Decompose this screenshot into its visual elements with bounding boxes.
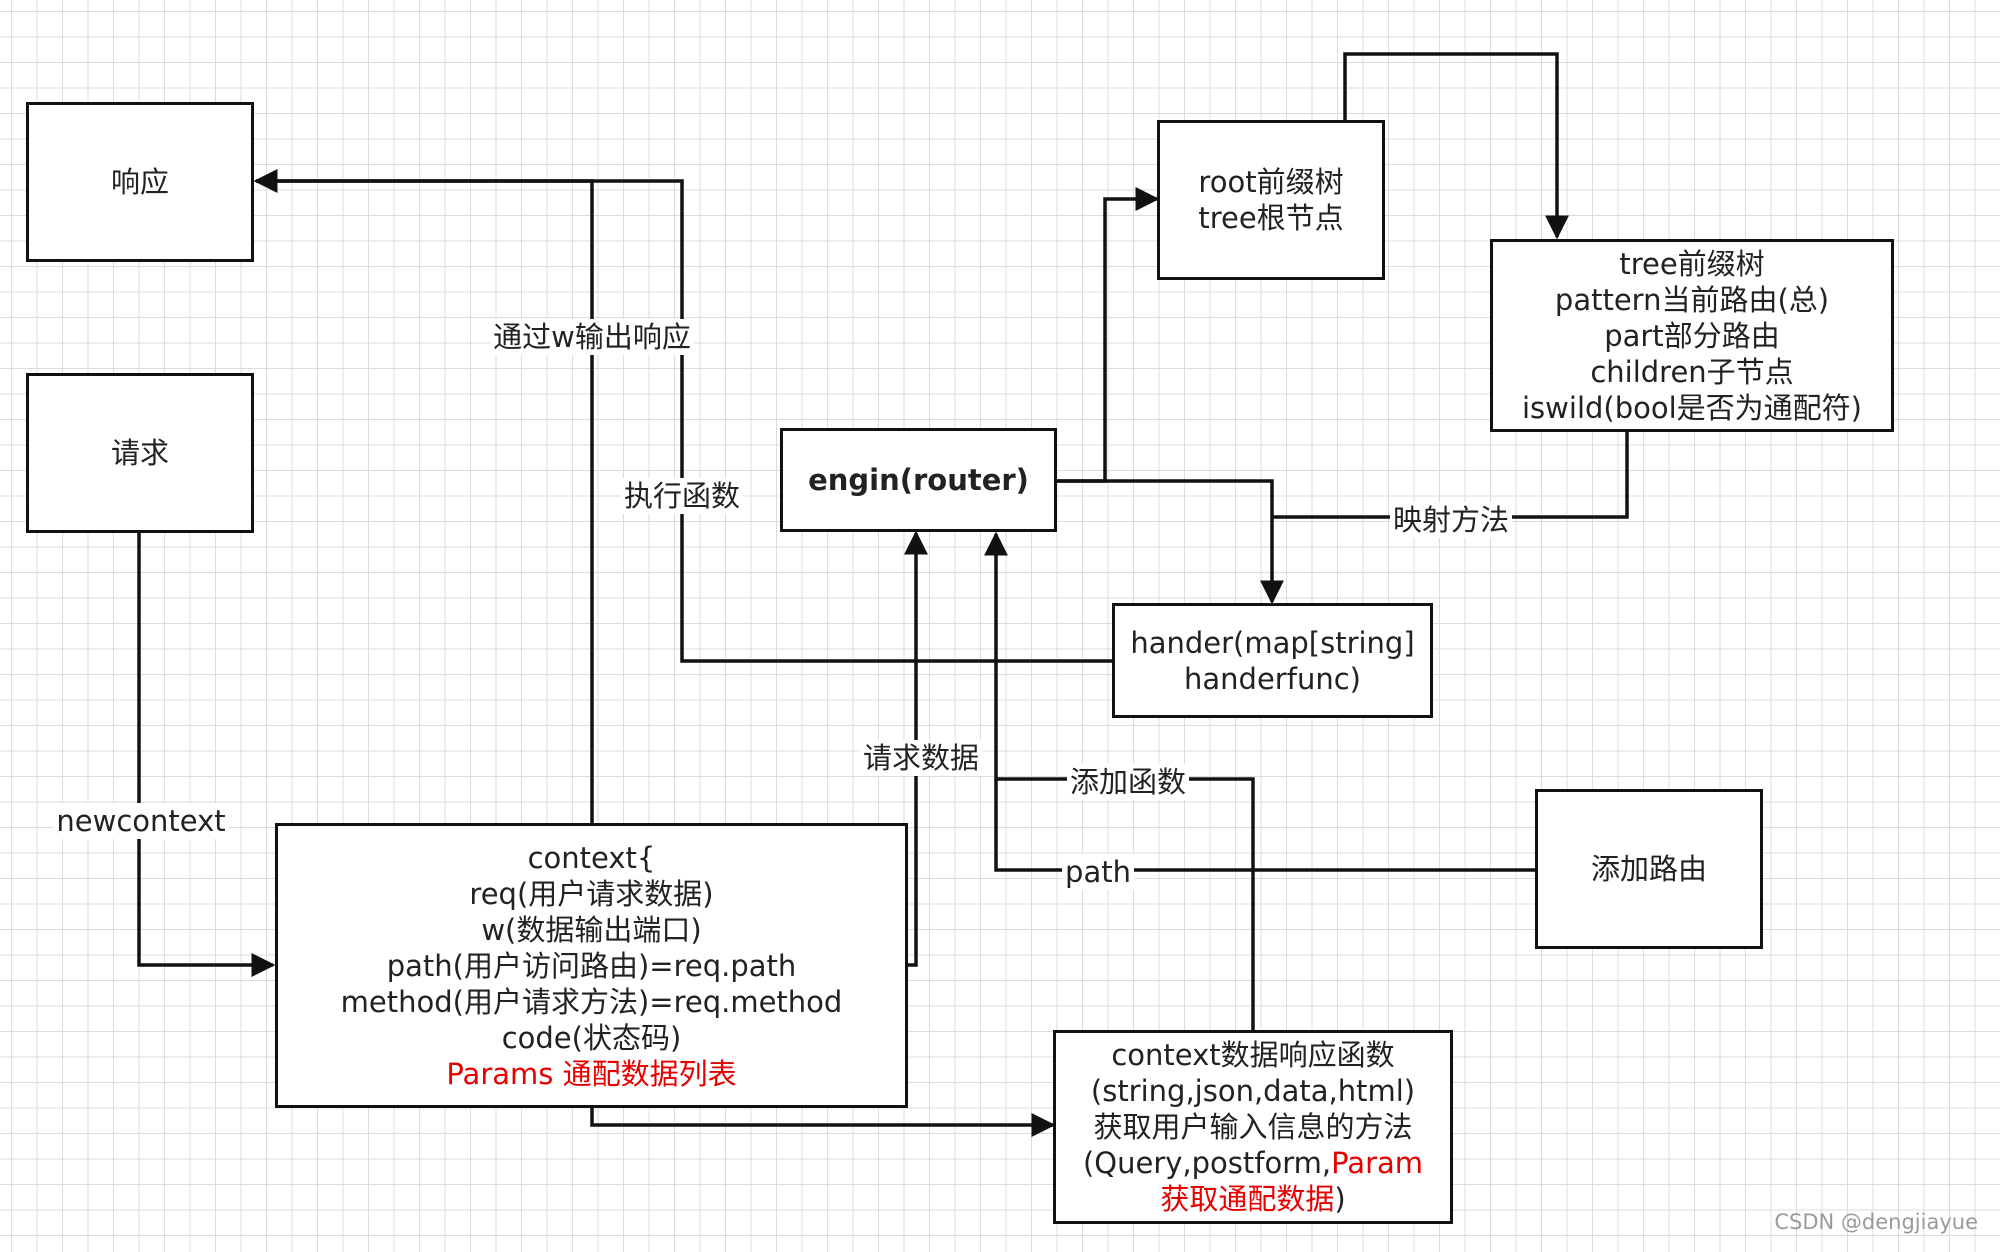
tree-line-3: part部分路由	[1604, 318, 1780, 353]
edge-context-to-response	[253, 169, 594, 823]
root-tree-line-1: root前缀树	[1198, 165, 1344, 199]
tree-box: tree前缀树 pattern当前路由(总) part部分路由 children…	[1490, 239, 1894, 432]
add-route-box: 添加路由	[1535, 789, 1763, 949]
context-line-5: method(用户请求方法)=req.method	[340, 984, 843, 1019]
context-params-highlight: Params 通配数据列表	[446, 1056, 737, 1091]
handler-box: hander(map[string] handerfunc)	[1112, 603, 1433, 718]
context-funcs-line-4-red: Param	[1331, 1146, 1424, 1180]
engine-box: engin(router)	[780, 428, 1057, 532]
context-line-1: context{	[527, 840, 656, 875]
response-label: 响应	[110, 165, 169, 199]
context-box: context{ req(用户请求数据) w(数据输出端口) path(用户访问…	[275, 823, 908, 1108]
handler-line-1: hander(map[string]	[1130, 625, 1415, 660]
tree-line-2: pattern当前路由(总)	[1554, 282, 1830, 317]
edge-label-request-data: 请求数据	[859, 740, 983, 776]
request-label: 请求	[110, 436, 169, 470]
edge-handler-to-response	[256, 179, 1112, 663]
watermark-text: CSDN @dengjiayue	[1774, 1210, 1978, 1234]
handler-line-2: handerfunc)	[1184, 661, 1361, 696]
context-funcs-line-2: (string,json,data,html)	[1090, 1074, 1416, 1108]
add-route-label: 添加路由	[1590, 852, 1707, 886]
context-line-6: code(状态码)	[501, 1020, 682, 1055]
edge-label-execute-function: 执行函数	[620, 478, 744, 514]
edge-context-to-engine	[904, 530, 928, 967]
edge-request-to-context	[137, 531, 276, 977]
tree-line-5: iswild(bool是否为通配符)	[1522, 390, 1862, 425]
context-line-2: req(用户请求数据)	[469, 876, 714, 911]
edge-addroute-to-engine	[994, 779, 1535, 872]
context-funcs-line-5-red: 获取通配数据	[1160, 1182, 1335, 1216]
edge-label-path: path	[1062, 854, 1134, 890]
context-funcs-line-4: (Query,postform,Param	[1083, 1145, 1423, 1181]
context-funcs-line-1: context数据响应函数	[1111, 1038, 1395, 1072]
edge-label-add-function: 添加函数	[1066, 764, 1190, 800]
response-box: 响应	[26, 102, 254, 262]
context-line-4: path(用户访问路由)=req.path	[386, 948, 797, 983]
context-funcs-line-3: 获取用户输入信息的方法	[1093, 1110, 1413, 1144]
edge-context-to-funcs	[590, 1108, 1056, 1137]
edge-root-to-tree	[1343, 52, 1569, 240]
context-funcs-box: context数据响应函数 (string,json,data,html) 获取…	[1053, 1030, 1453, 1224]
context-funcs-line-5-normal: )	[1334, 1182, 1346, 1216]
root-tree-line-2: tree根节点	[1198, 201, 1344, 235]
context-funcs-line-4-normal: (Query,postform,	[1082, 1146, 1332, 1180]
edge-engine-to-root	[1057, 187, 1160, 483]
context-funcs-line-5: 获取通配数据)	[1160, 1181, 1345, 1217]
request-box: 请求	[26, 373, 254, 533]
edge-label-write-response: 通过w输出响应	[490, 319, 694, 355]
edge-label-newcontext: newcontext	[53, 803, 229, 839]
engine-label: engin(router)	[808, 463, 1029, 497]
edge-engine-to-handler	[1057, 479, 1284, 605]
edge-label-mapping-method: 映射方法	[1389, 502, 1513, 538]
tree-line-4: children子节点	[1590, 354, 1794, 389]
context-line-3: w(数据输出端口)	[481, 912, 702, 947]
tree-line-1: tree前缀树	[1619, 246, 1765, 281]
root-tree-box: root前缀树 tree根节点	[1157, 120, 1385, 280]
